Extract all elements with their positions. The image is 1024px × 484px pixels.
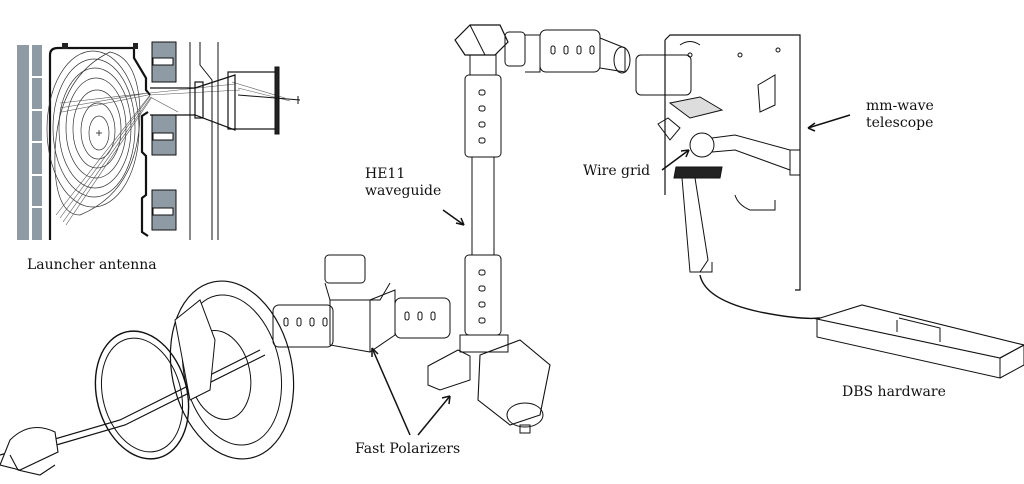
launcher-antenna-cross-section <box>17 41 301 240</box>
label-he11-line1: HE11 <box>365 166 406 182</box>
label-wire-grid: Wire grid <box>583 163 651 179</box>
fast-polarizer-assembly <box>272 254 551 434</box>
miter-bend-top <box>454 24 509 56</box>
label-mm-wave-line1: mm-wave <box>866 98 934 114</box>
grid-mount <box>689 132 715 158</box>
dbs-hardware-box <box>814 304 1024 379</box>
mirror-ring <box>94 330 190 460</box>
label-fast-polarizers: Fast Polarizers <box>355 441 461 457</box>
signal-cable <box>699 274 821 320</box>
launcher-flange <box>0 280 295 476</box>
polarizer-plate <box>427 349 471 391</box>
he11-waveguide <box>454 24 631 353</box>
vessel-wall <box>48 46 151 240</box>
flux-surfaces <box>46 50 141 216</box>
label-he11-line2: waveguide <box>365 183 442 199</box>
mm-wave-telescope <box>635 34 821 320</box>
ec-beam-rays <box>55 81 291 226</box>
annotation-arrows <box>371 114 851 436</box>
receiver-horn <box>681 177 709 273</box>
label-launcher-antenna: Launcher antenna <box>27 257 157 273</box>
mirror-1 <box>657 117 681 141</box>
input-horn <box>635 54 692 96</box>
central-solenoid <box>17 45 42 240</box>
wire-grid <box>673 166 723 179</box>
label-dbs-hardware: DBS hardware <box>842 384 946 400</box>
label-mm-wave-line2: telescope <box>866 115 934 131</box>
mirror-2 <box>757 74 776 113</box>
polarizer-section <box>539 29 601 73</box>
poloidal-coils <box>151 41 177 231</box>
